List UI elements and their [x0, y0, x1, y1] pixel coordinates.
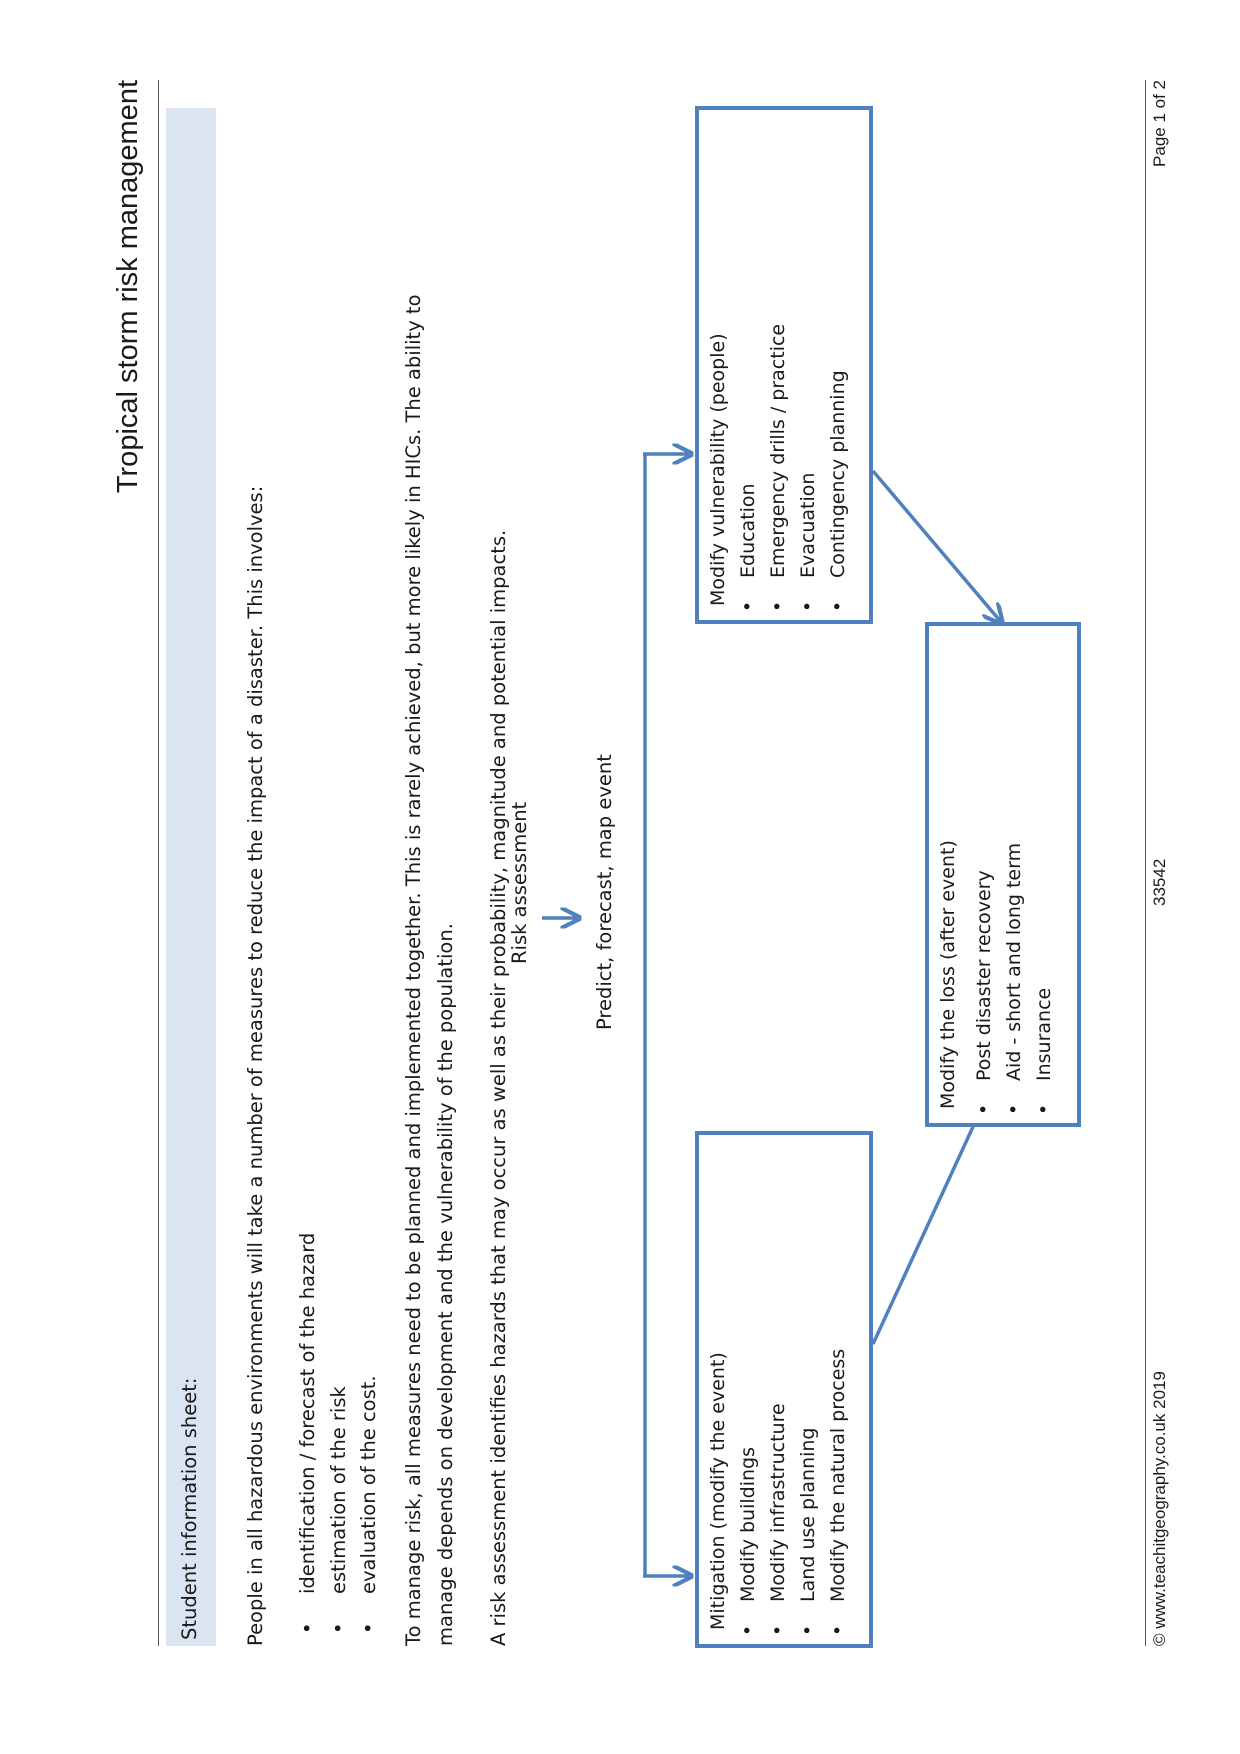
- vulnerability-title: Modify vulnerability (people): [707, 333, 729, 606]
- arrow-vulnerability-to-loss: [871, 469, 1001, 622]
- list-item: Modify infrastructure: [763, 1349, 793, 1640]
- list-item: Modify the natural process: [823, 1349, 853, 1640]
- list-item: Evacuation: [793, 324, 823, 616]
- list-item: Aid - short and long term: [999, 843, 1029, 1119]
- list-item: Insurance: [1029, 843, 1059, 1119]
- risk-assessment-label: Risk assessment: [508, 801, 531, 964]
- predict-forecast-label: Predict, forecast, map event: [593, 754, 616, 1030]
- footer-page-number: Page 1 of 2: [1150, 80, 1169, 167]
- footer-copyright: © www.teachitgeography.co.uk 2019: [1150, 1371, 1169, 1646]
- mitigation-box: Mitigation (modify the event) Modify bui…: [695, 1131, 873, 1648]
- list-item: Post disaster recovery: [969, 843, 999, 1119]
- vulnerability-box: Modify vulnerability (people) Education …: [695, 106, 873, 624]
- footer-resource-code: 33542: [1150, 858, 1169, 906]
- list-item: Emergency drills / practice: [763, 324, 793, 616]
- list-item: Education: [733, 324, 763, 616]
- mitigation-title: Mitigation (modify the event): [707, 1352, 729, 1630]
- loss-box: Modify the loss (after event) Post disas…: [925, 622, 1081, 1127]
- footer-divider: [1145, 80, 1146, 1646]
- loss-list: Post disaster recovery Aid - short and l…: [969, 843, 1059, 1119]
- list-item: Modify buildings: [733, 1349, 763, 1640]
- mitigation-list: Modify buildings Modify infrastructure L…: [733, 1349, 853, 1640]
- loss-title: Modify the loss (after event): [937, 840, 959, 1109]
- list-item: Land use planning: [793, 1349, 823, 1640]
- vulnerability-list: Education Emergency drills / practice Ev…: [733, 324, 853, 616]
- list-item: Contingency planning: [823, 324, 853, 616]
